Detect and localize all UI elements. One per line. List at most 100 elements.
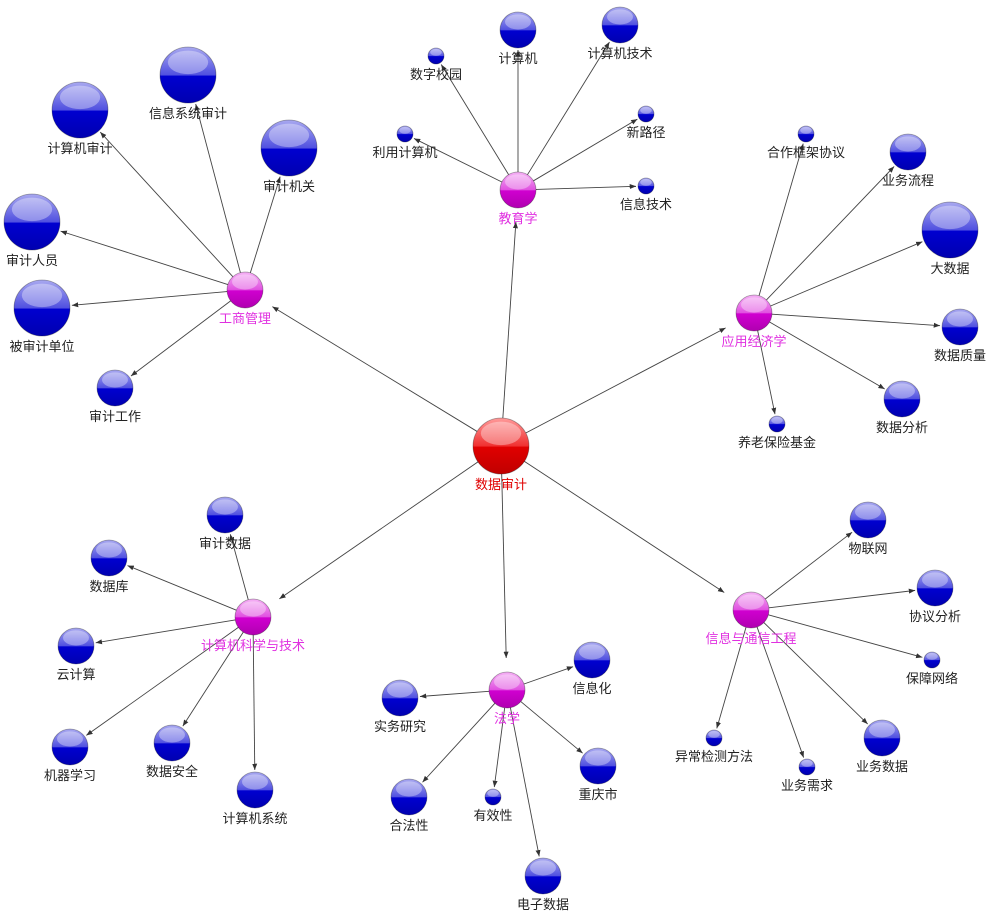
leaf-node[interactable]: 数据库 <box>89 539 129 595</box>
leaf-node-label: 信息技术 <box>620 197 672 213</box>
leaf-node[interactable]: 合法性 <box>389 778 429 834</box>
leaf-node[interactable]: 审计人员 <box>3 193 61 269</box>
leaf-node-sphere[interactable] <box>51 81 109 139</box>
leaf-node-sphere[interactable] <box>13 279 71 337</box>
hub-node-sphere[interactable] <box>234 598 272 636</box>
leaf-node[interactable]: 业务流程 <box>882 133 934 189</box>
hub-node[interactable]: 计算机科学与技术 <box>201 598 305 654</box>
leaf-node-label: 合作框架协议 <box>767 146 845 161</box>
leaf-node-label: 数据质量 <box>934 349 986 364</box>
leaf-node[interactable]: 养老保险基金 <box>738 415 816 451</box>
leaf-node[interactable]: 物联网 <box>848 501 888 557</box>
hub-node[interactable]: 教育学 <box>498 171 538 227</box>
leaf-node[interactable]: 合作框架协议 <box>767 125 845 161</box>
leaf-node[interactable]: 业务数据 <box>856 719 908 775</box>
leaf-node[interactable]: 信息技术 <box>620 177 672 213</box>
leaf-node-sphere[interactable] <box>260 119 318 177</box>
leaf-node[interactable]: 信息化 <box>572 641 612 697</box>
leaf-node-sphere[interactable] <box>236 771 274 809</box>
leaf-node[interactable]: 实务研究 <box>374 679 426 735</box>
leaf-node[interactable]: 审计机关 <box>260 119 318 195</box>
leaf-node[interactable]: 异常检测方法 <box>675 729 753 765</box>
leaf-node-sphere[interactable] <box>849 501 887 539</box>
leaf-node-sphere[interactable] <box>427 47 445 65</box>
hub-node-sphere[interactable] <box>488 671 526 709</box>
hub-node-sphere[interactable] <box>226 271 264 309</box>
hub-node-sphere[interactable] <box>735 294 773 332</box>
leaf-node[interactable]: 计算机审计 <box>47 81 113 157</box>
hub-node[interactable]: 工商管理 <box>219 271 271 327</box>
leaf-node[interactable]: 有效性 <box>473 788 513 824</box>
edge-hub-to-leaf <box>535 183 637 190</box>
leaf-node[interactable]: 协议分析 <box>909 569 961 625</box>
leaf-node-sphere[interactable] <box>499 11 537 49</box>
leaf-node[interactable]: 数据分析 <box>876 380 928 436</box>
leaf-node[interactable]: 业务需求 <box>781 758 833 794</box>
leaf-node-sphere[interactable] <box>396 125 414 143</box>
leaf-node-sphere[interactable] <box>96 369 134 407</box>
leaf-node-sphere[interactable] <box>705 729 723 747</box>
leaf-node[interactable]: 信息系统审计 <box>149 46 227 122</box>
edge-hub-to-leaf <box>533 118 638 182</box>
center-node-sphere[interactable] <box>472 417 530 475</box>
leaf-node[interactable]: 计算机 <box>498 11 538 67</box>
leaf-node[interactable]: 新路径 <box>626 105 666 141</box>
hub-node[interactable]: 应用经济学 <box>721 294 787 350</box>
hub-node-sphere[interactable] <box>732 591 770 629</box>
leaf-node-sphere[interactable] <box>90 539 128 577</box>
hub-node-sphere[interactable] <box>499 171 537 209</box>
leaf-node[interactable]: 重庆市 <box>578 747 618 803</box>
leaf-node-sphere[interactable] <box>863 719 901 757</box>
leaf-node[interactable]: 机器学习 <box>44 728 96 784</box>
leaf-node-highlight <box>708 731 720 738</box>
leaf-node[interactable]: 计算机系统 <box>222 771 288 827</box>
leaf-node[interactable]: 被审计单位 <box>9 279 75 355</box>
leaf-node-sphere[interactable] <box>57 627 95 665</box>
leaf-node[interactable]: 数字校园 <box>410 47 462 83</box>
leaf-node-sphere[interactable] <box>153 724 191 762</box>
leaf-node-sphere[interactable] <box>3 193 61 251</box>
leaf-node[interactable]: 电子数据 <box>517 857 569 913</box>
leaf-node-sphere[interactable] <box>524 857 562 895</box>
edge-center-to-hub <box>502 221 518 419</box>
leaf-node-sphere[interactable] <box>484 788 502 806</box>
leaf-node[interactable]: 数据质量 <box>934 308 986 364</box>
leaf-node-sphere[interactable] <box>637 177 655 195</box>
leaf-node[interactable]: 计算机技术 <box>587 6 653 62</box>
leaf-node[interactable]: 云计算 <box>56 627 96 683</box>
edge-center-to-hub <box>501 473 509 659</box>
leaf-node-sphere[interactable] <box>921 201 979 259</box>
leaf-node-label: 计算机 <box>498 52 537 67</box>
leaf-node-sphere[interactable] <box>637 105 655 123</box>
leaf-node-sphere[interactable] <box>206 496 244 534</box>
leaf-node-sphere[interactable] <box>51 728 89 766</box>
leaf-node-sphere[interactable] <box>601 6 639 44</box>
leaf-node-sphere[interactable] <box>916 569 954 607</box>
leaf-node[interactable]: 数据安全 <box>146 724 198 780</box>
leaf-node[interactable]: 利用计算机 <box>372 125 438 161</box>
hub-node[interactable]: 法学 <box>488 671 526 727</box>
leaf-node-sphere[interactable] <box>798 758 816 776</box>
leaf-node-label: 云计算 <box>56 668 95 683</box>
leaf-node-highlight <box>396 781 422 797</box>
leaf-node-sphere[interactable] <box>768 415 786 433</box>
leaf-node-sphere[interactable] <box>889 133 927 171</box>
center-node[interactable]: 数据审计 <box>472 417 530 493</box>
leaf-node-sphere[interactable] <box>579 747 617 785</box>
leaf-node[interactable]: 审计工作 <box>89 369 141 425</box>
leaf-node-sphere[interactable] <box>573 641 611 679</box>
hub-node-highlight <box>741 297 767 313</box>
leaf-node-sphere[interactable] <box>923 651 941 669</box>
edge-hub-to-leaf <box>86 627 239 736</box>
leaf-node-sphere[interactable] <box>390 778 428 816</box>
leaf-node-highlight <box>59 85 101 110</box>
leaf-node[interactable]: 保障网络 <box>906 651 958 687</box>
leaf-node-sphere[interactable] <box>381 679 419 717</box>
leaf-node-sphere[interactable] <box>941 308 979 346</box>
leaf-node-sphere[interactable] <box>797 125 815 143</box>
hub-node[interactable]: 信息与通信工程 <box>705 591 797 647</box>
leaf-node-sphere[interactable] <box>883 380 921 418</box>
leaf-node[interactable]: 审计数据 <box>199 496 251 552</box>
leaf-node-sphere[interactable] <box>159 46 217 104</box>
leaf-node[interactable]: 大数据 <box>921 201 979 277</box>
